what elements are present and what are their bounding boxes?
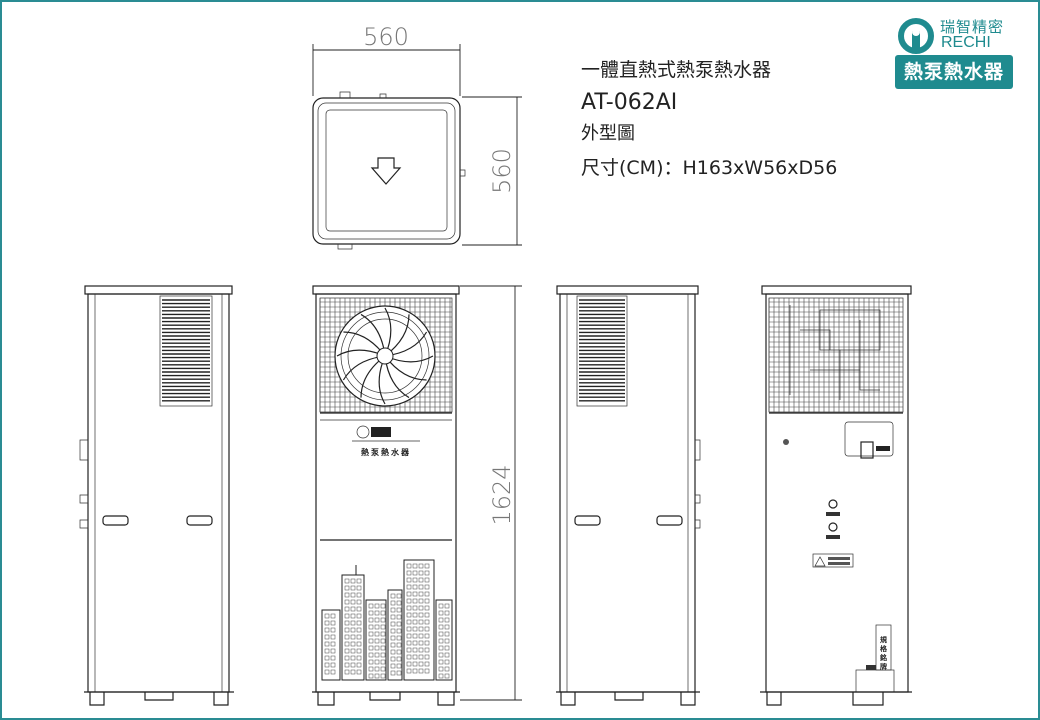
brand-logo-icon — [356, 425, 370, 439]
model-number: AT-062AI — [581, 90, 677, 115]
dimensions-text: 尺寸(CM)：H163xW56xD56 — [581, 157, 837, 179]
louver-vent — [579, 299, 625, 402]
height-label: 1624 — [488, 464, 516, 525]
water-inlet-icon — [828, 522, 838, 532]
drawing-subtitle: 外型圖 — [581, 123, 635, 144]
top-view: 560 560 — [312, 23, 522, 250]
logo-name-cn: 瑞智精密 — [940, 18, 1005, 36]
left-side-view — [79, 285, 234, 706]
height-dimension: 1624 — [460, 285, 522, 701]
pressure-valve-icon — [783, 439, 789, 445]
product-badge: 熱泵熱水器 — [895, 55, 1013, 89]
front-view: 熱泵熱水器 — [312, 285, 460, 706]
warning-icon — [814, 556, 826, 567]
right-side-view — [556, 285, 701, 706]
top-depth-label: 560 — [488, 148, 516, 194]
nameplate-label: 規格銘牌 — [879, 635, 888, 672]
skyline-graphic — [321, 559, 453, 681]
front-panel-label: 熱泵熱水器 — [361, 447, 411, 457]
louver-vent — [162, 299, 210, 402]
grille — [768, 298, 903, 412]
top-width-label: 560 — [363, 23, 409, 51]
logo-name-en: RECHI — [941, 34, 991, 51]
rechi-logo-icon — [898, 18, 934, 54]
back-view: 規格銘牌 — [760, 285, 912, 706]
arrow-down-icon — [370, 157, 402, 185]
product-title: 一體直熱式熱泵熱水器 — [581, 59, 771, 81]
warning-label — [812, 553, 854, 568]
water-outlet-icon — [828, 499, 838, 509]
